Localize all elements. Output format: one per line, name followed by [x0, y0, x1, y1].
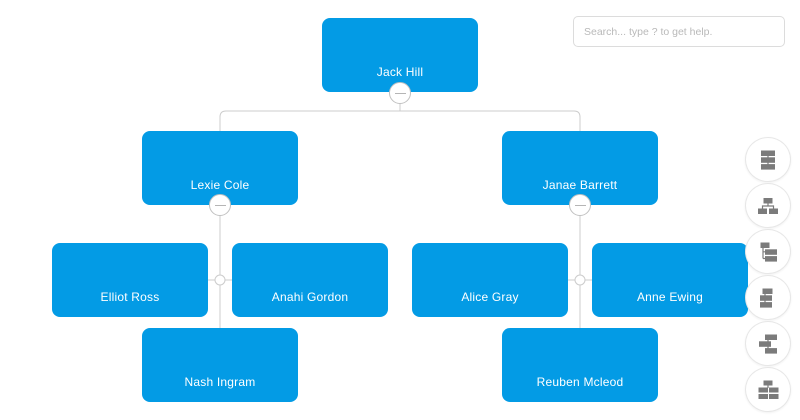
layout-button-grid[interactable]	[745, 367, 791, 412]
org-node-elliot-ross[interactable]: Elliot Ross	[52, 243, 208, 317]
node-name-label: Nash Ingram	[184, 375, 256, 389]
layout-toolbar	[745, 137, 791, 412]
minus-icon	[214, 204, 226, 206]
minus-icon	[574, 204, 586, 206]
org-node-janae-barrett[interactable]: Janae Barrett	[502, 131, 658, 205]
layout-button-tree-left-offset[interactable]	[745, 229, 791, 274]
org-node-alice-gray[interactable]: Alice Gray	[412, 243, 568, 317]
layout-tree-right-offset-icon	[760, 288, 773, 308]
node-name-label: Anne Ewing	[636, 290, 704, 304]
junction-dot-right	[574, 274, 586, 286]
layout-button-tree-vertical[interactable]	[745, 137, 791, 182]
node-name-label: Janae Barrett	[542, 178, 618, 192]
layout-grid-icon	[758, 380, 779, 399]
layout-mixed-icon	[759, 334, 777, 354]
collapse-button-jack-hill[interactable]	[389, 82, 411, 104]
layout-org-chart-icon	[758, 197, 778, 214]
org-node-jack-hill[interactable]: Jack Hill	[322, 18, 478, 92]
layout-button-tree-right-offset[interactable]	[745, 275, 791, 320]
org-node-anahi-gordon[interactable]: Anahi Gordon	[232, 243, 388, 317]
node-name-label: Lexie Cole	[190, 178, 250, 192]
node-name-label: Alice Gray	[461, 290, 519, 304]
minus-icon	[394, 92, 406, 94]
layout-button-org-chart[interactable]	[745, 183, 791, 228]
org-node-lexie-cole[interactable]: Lexie Cole	[142, 131, 298, 205]
junction-dot-left	[214, 274, 226, 286]
org-node-nash-ingram[interactable]: Nash Ingram	[142, 328, 298, 402]
node-name-label: Reuben Mcleod	[536, 375, 624, 389]
node-name-label: Elliot Ross	[100, 290, 160, 304]
layout-tree-left-offset-icon	[760, 242, 777, 262]
org-node-reuben-mcleod[interactable]: Reuben Mcleod	[502, 328, 658, 402]
node-name-label: Anahi Gordon	[271, 290, 349, 304]
org-node-anne-ewing[interactable]: Anne Ewing	[592, 243, 748, 317]
search-input[interactable]	[573, 16, 785, 47]
collapse-button-janae-barrett[interactable]	[569, 194, 591, 216]
connector-root-bar	[219, 110, 581, 131]
node-name-label: Jack Hill	[376, 65, 424, 79]
layout-button-mixed[interactable]	[745, 321, 791, 366]
search-box	[573, 16, 785, 47]
layout-tree-vertical-icon	[761, 150, 775, 170]
collapse-button-lexie-cole[interactable]	[209, 194, 231, 216]
